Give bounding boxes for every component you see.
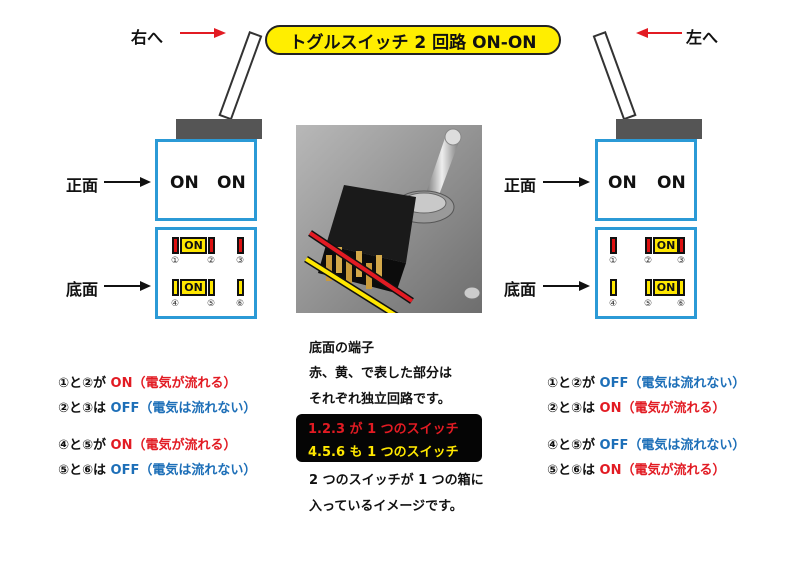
left-terminal-6 [237,279,244,296]
right-front-label: 正面 [504,176,537,195]
center-note-3: それぞれ独立回路です。 [309,392,451,407]
right-bridge-top: ON [653,237,679,254]
left-num-2: ② [206,256,216,266]
right-desc-4: ⑤と⑥は ON（電気が流れる） [547,463,726,478]
left-switch-cap [176,119,262,139]
right-desc-3: ④と⑤が OFF（電気は流れない） [547,438,746,453]
right-num-5: ⑤ [643,299,653,309]
right-terminal-5 [645,279,652,296]
left-front-on-1: ON [170,173,199,193]
right-desc-1: ①と②が OFF（電気は流れない） [547,376,746,391]
right-desc-2: ②と③は ON（電気が流れる） [547,401,726,416]
left-front-label: 正面 [66,176,99,195]
right-lever [592,31,637,121]
left-num-4: ④ [170,299,180,309]
left-terminal-1 [172,237,179,254]
right-front-arrow [543,177,590,187]
right-num-1: ① [608,256,618,266]
left-bridge-bottom: ON [180,279,207,296]
left-direction-arrow [180,28,226,38]
left-desc-1: ①と②が ON（電気が流れる） [58,376,237,391]
right-num-2: ② [643,256,653,266]
right-terminal-6 [678,279,685,296]
right-bottom-box: ON ① ② ③ ON ④ ⑤ ⑥ [595,227,697,319]
right-switch-cap [616,119,702,139]
left-desc-2: ②と③は OFF（電気は流れない） [58,401,257,416]
left-direction-label: 右へ [131,28,164,47]
center-note-5: 入っているイメージです。 [309,499,463,514]
left-num-5: ⑤ [206,299,216,309]
right-terminal-2 [645,237,652,254]
right-num-6: ⑥ [676,299,686,309]
left-front-arrow [104,177,151,187]
left-num-1: ① [170,256,180,266]
right-num-4: ④ [608,299,618,309]
left-desc-3: ④と⑤が ON（電気が流れる） [58,438,237,453]
left-terminal-2 [208,237,215,254]
right-num-3: ③ [676,256,686,266]
left-lever [218,31,263,121]
diagram-title: トグルスイッチ 2 回路 ON-ON [265,25,561,55]
left-bottom-label: 底面 [66,280,99,299]
left-num-3: ③ [235,256,245,266]
right-front-on-2: ON [657,173,686,193]
left-terminal-4 [172,279,179,296]
group-line-2: 4.5.6 も 1 つのスイッチ [308,445,459,460]
left-desc-4: ⑤と⑥は OFF（電気は流れない） [58,463,257,478]
right-terminal-1 [610,237,617,254]
left-terminal-5 [208,279,215,296]
right-bottom-arrow [543,281,590,291]
right-direction-label: 左へ [686,28,719,47]
left-bridge-top: ON [180,237,207,254]
left-bottom-arrow [104,281,151,291]
left-front-box: ON ON [155,139,257,221]
switch-group-box: 1.2.3 が 1 つのスイッチ 4.5.6 も 1 つのスイッチ [296,414,482,462]
left-front-on-2: ON [217,173,246,193]
right-direction-arrow [636,28,682,38]
right-bottom-label: 底面 [504,280,537,299]
toggle-switch-photo [296,125,482,313]
left-num-6: ⑥ [235,299,245,309]
center-note-2: 赤、黄、で表した部分は [309,366,453,381]
right-bridge-bottom: ON [653,279,679,296]
right-front-on-1: ON [608,173,637,193]
center-note-1: 底面の端子 [309,341,375,356]
right-terminal-3 [678,237,685,254]
center-note-4: 2 つのスイッチが 1 つの箱に [309,473,484,488]
right-terminal-4 [610,279,617,296]
right-front-box: ON ON [595,139,697,221]
left-bottom-box: ON ① ② ③ ON ④ ⑤ ⑥ [155,227,257,319]
left-terminal-3 [237,237,244,254]
group-line-1: 1.2.3 が 1 つのスイッチ [308,422,459,437]
